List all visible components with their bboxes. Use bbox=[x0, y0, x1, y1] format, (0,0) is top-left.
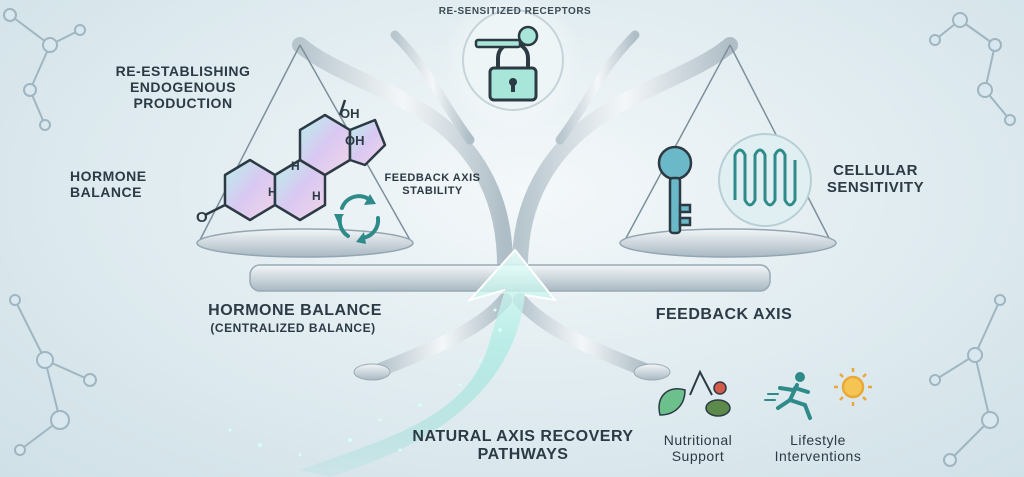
leaf-icon bbox=[658, 369, 731, 417]
sun-icon bbox=[834, 368, 872, 406]
nutritional-support-label: Nutritional Support bbox=[663, 432, 733, 465]
molecule-h-2: H bbox=[268, 185, 277, 199]
left-pan bbox=[196, 228, 414, 258]
feedback-axis-stability-label: FEEDBACK AXIS STABILITY bbox=[384, 172, 481, 197]
hormone-balance-main-label: HORMONE BALANCE bbox=[208, 302, 382, 319]
molecule-oh-side: OH bbox=[345, 133, 365, 148]
corner-molecule-top-right bbox=[929, 12, 1016, 126]
steroid-molecule-icon bbox=[204, 99, 387, 222]
key-icon bbox=[657, 145, 693, 235]
recycle-icon bbox=[334, 194, 381, 244]
molecule-h-3: H bbox=[312, 189, 321, 203]
corner-molecule-bottom-left bbox=[9, 294, 97, 456]
sparkle-particles bbox=[228, 308, 502, 457]
padlock-icon bbox=[488, 41, 538, 102]
corner-molecule-top-left bbox=[3, 8, 86, 131]
natural-axis-label: NATURAL AXIS RECOVERY PATHWAYS bbox=[412, 428, 634, 464]
receptor-icon bbox=[733, 148, 797, 207]
molecule-o: O bbox=[196, 209, 208, 226]
hormone-balance-small-label: HORMONE BALANCE bbox=[70, 168, 147, 201]
corner-molecule-bottom-right bbox=[929, 294, 1006, 467]
molecule-oh-top: OH bbox=[340, 106, 360, 121]
small-key-icon bbox=[474, 25, 539, 49]
reestablishing-label: RE-ESTABLISHING ENDOGENOUS PRODUCTION bbox=[115, 63, 251, 112]
upward-arrow-icon bbox=[300, 248, 558, 477]
feedback-axis-label: FEEDBACK AXIS bbox=[655, 306, 793, 323]
molecule-h-1: H bbox=[291, 159, 300, 173]
stand-base-right bbox=[633, 363, 671, 381]
stand-base-left bbox=[353, 363, 391, 381]
centralized-balance-label: (CENTRALIZED BALANCE) bbox=[210, 321, 376, 335]
runner-icon bbox=[764, 372, 812, 420]
lifestyle-interventions-label: Lifestyle Interventions bbox=[774, 432, 862, 465]
right-pan bbox=[619, 228, 837, 258]
scale-stand bbox=[292, 30, 738, 377]
cellular-sensitivity-label: CELLULAR SENSITIVITY bbox=[826, 162, 925, 197]
receptors-arc-label: RE-SENSITIZED RECEPTORS bbox=[438, 6, 592, 17]
